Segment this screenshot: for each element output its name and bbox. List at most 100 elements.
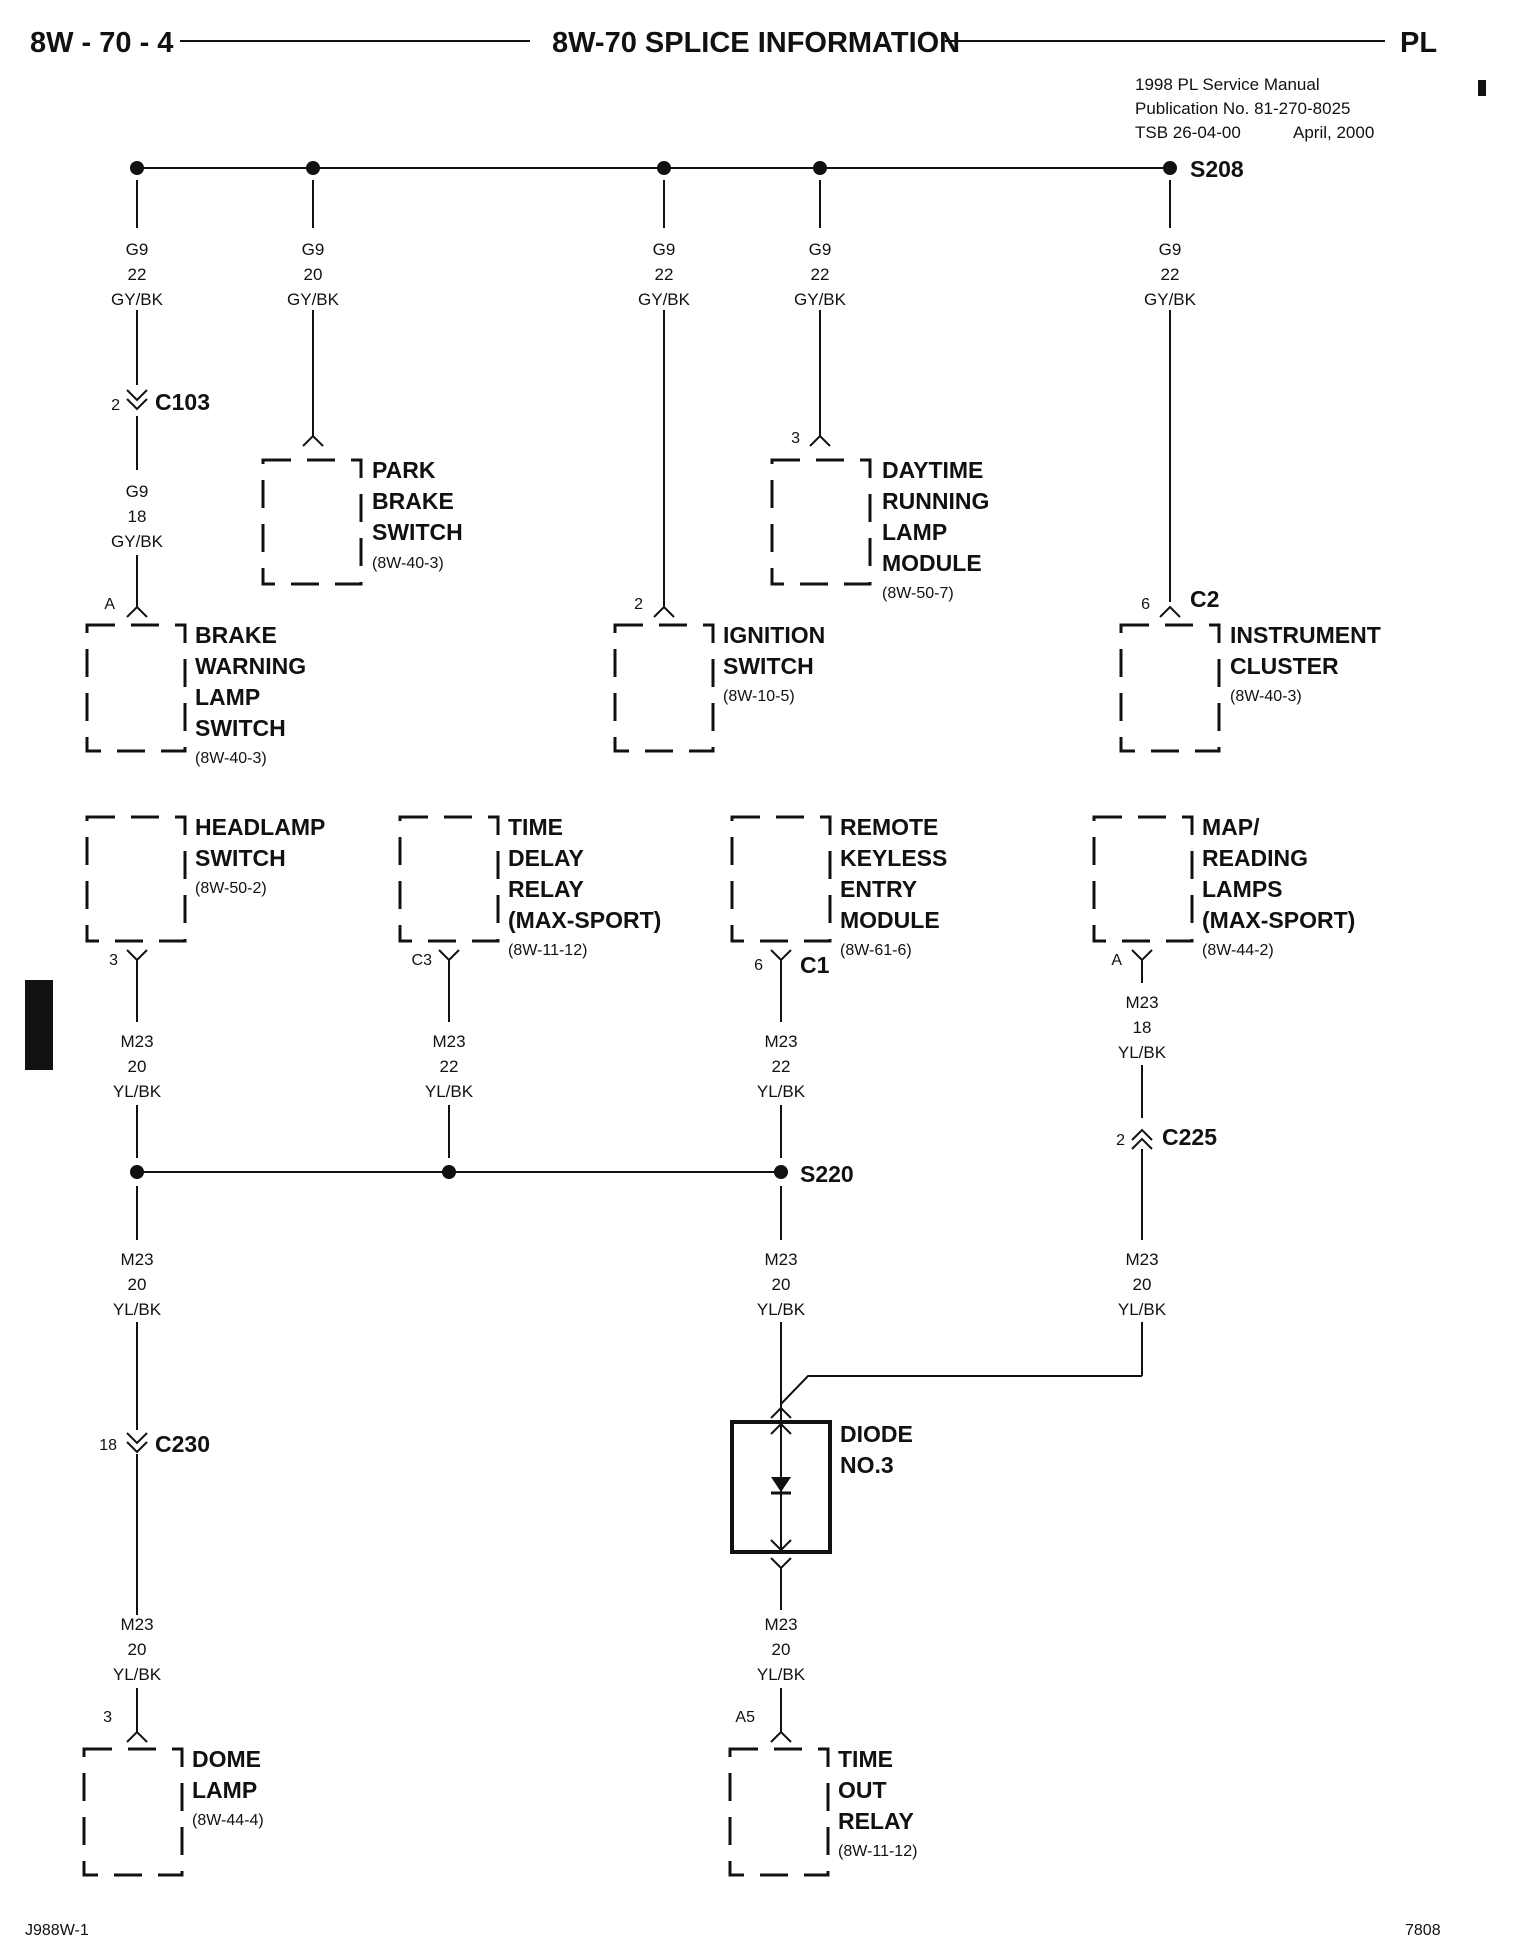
splice-dot [130,161,144,175]
svg-text:GY/BK: GY/BK [638,290,691,309]
revision-bar [1478,80,1486,96]
svg-text:BRAKE: BRAKE [372,488,454,514]
map-reading-lamps-box [1092,815,1194,943]
svg-text:NO.3: NO.3 [840,1452,894,1478]
svg-text:20: 20 [128,1275,147,1294]
splice-dot [130,1165,144,1179]
splice-dot [442,1165,456,1179]
wire-label: M23 20 YL/BK [1118,1250,1167,1319]
wire-label: M23 22 YL/BK [757,1032,806,1101]
wire-label: G9 22 GY/BK [1144,240,1197,309]
terminal [653,605,675,618]
pin-label: A5 [735,1709,755,1726]
svg-text:GY/BK: GY/BK [1144,290,1197,309]
splice-dot [774,1165,788,1179]
svg-text:22: 22 [655,265,674,284]
svg-text:(MAX-SPORT): (MAX-SPORT) [508,907,661,933]
wire-label: M23 22 YL/BK [425,1032,474,1101]
svg-text:YL/BK: YL/BK [757,1665,806,1684]
svg-text:20: 20 [772,1640,791,1659]
time-out-relay-label: TIME OUT RELAY (8W-11-12) [838,1746,917,1860]
svg-text:DIODE: DIODE [840,1421,913,1447]
svg-text:HEADLAMP: HEADLAMP [195,814,325,840]
svg-text:INSTRUMENT: INSTRUMENT [1230,622,1381,648]
instrument-cluster-box [1119,623,1221,753]
wire-label: M23 20 YL/BK [757,1250,806,1319]
svg-text:(8W-44-4): (8W-44-4) [192,1812,264,1829]
svg-text:KEYLESS: KEYLESS [840,845,947,871]
svg-text:22: 22 [772,1057,791,1076]
svg-text:(8W-50-2): (8W-50-2) [195,880,267,897]
footer-figure-id: J988W-1 [25,1922,89,1939]
pin-label: A [104,596,115,613]
wire-label: G9 22 GY/BK [638,240,691,309]
brake-warning-lamp-switch-box [85,623,187,753]
svg-text:(8W-11-12): (8W-11-12) [838,1843,917,1860]
svg-text:M23: M23 [120,1615,153,1634]
terminal [770,949,792,962]
svg-text:(8W-40-3): (8W-40-3) [372,555,444,572]
svg-text:YL/BK: YL/BK [113,1082,162,1101]
time-delay-relay-label: TIME DELAY RELAY (MAX-SPORT) (8W-11-12) [508,814,661,959]
svg-text:ENTRY: ENTRY [840,876,917,902]
svg-text:18: 18 [1133,1018,1152,1037]
svg-text:M23: M23 [1125,1250,1158,1269]
svg-text:GY/BK: GY/BK [287,290,340,309]
svg-text:SWITCH: SWITCH [195,715,286,741]
ignition-switch-box [613,623,715,753]
svg-text:MODULE: MODULE [882,550,982,576]
svg-text:22: 22 [1161,265,1180,284]
pin-label: 3 [791,430,800,447]
instrument-cluster-label: INSTRUMENT CLUSTER (8W-40-3) [1230,622,1381,705]
svg-text:RELAY: RELAY [838,1808,914,1834]
svg-text:LAMP: LAMP [882,519,947,545]
svg-text:M23: M23 [764,1615,797,1634]
model-code: PL [1400,27,1437,59]
terminal [1131,949,1153,962]
wire-label: G9 20 GY/BK [287,240,340,309]
svg-text:YL/BK: YL/BK [113,1665,162,1684]
rke-module-label: REMOTE KEYLESS ENTRY MODULE (8W-61-6) [840,814,947,959]
svg-text:(8W-40-3): (8W-40-3) [1230,688,1302,705]
svg-text:(8W-11-12): (8W-11-12) [508,942,587,959]
terminal [126,605,148,618]
dome-lamp-box [82,1747,184,1877]
wire-label: G9 22 GY/BK [111,240,164,309]
svg-text:20: 20 [128,1057,147,1076]
svg-text:SWITCH: SWITCH [372,519,463,545]
brake-warning-lamp-switch-label: BRAKE WARNING LAMP SWITCH (8W-40-3) [195,622,306,767]
terminal [126,949,148,962]
svg-text:20: 20 [772,1275,791,1294]
svg-text:M23: M23 [120,1250,153,1269]
dome-lamp-label: DOME LAMP (8W-44-4) [192,1746,264,1829]
svg-text:YL/BK: YL/BK [113,1300,162,1319]
time-delay-relay-box [398,815,500,943]
wire-label: G9 22 GY/BK [794,240,847,309]
svg-text:REMOTE: REMOTE [840,814,938,840]
pub-line-1: 1998 PL Service Manual [1135,75,1320,94]
connector-c2-label: C2 [1190,586,1219,612]
svg-text:CLUSTER: CLUSTER [1230,653,1339,679]
svg-text:M23: M23 [764,1032,797,1051]
terminal [1159,605,1181,618]
svg-text:M23: M23 [1125,993,1158,1012]
svg-text:G9: G9 [126,240,149,259]
drl-module-label: DAYTIME RUNNING LAMP MODULE (8W-50-7) [882,457,989,602]
terminal [770,1422,792,1435]
terminal [438,949,460,962]
pin-label: C3 [412,952,433,969]
svg-text:M23: M23 [764,1250,797,1269]
svg-text:DAYTIME: DAYTIME [882,457,983,483]
terminal [770,1557,792,1570]
wire-label: M23 18 YL/BK [1118,993,1167,1062]
svg-text:LAMPS: LAMPS [1202,876,1283,902]
svg-text:C103: C103 [155,389,210,415]
svg-text:G9: G9 [1159,240,1182,259]
svg-text:OUT: OUT [838,1777,887,1803]
terminal [302,434,324,447]
park-brake-switch-label: PARK BRAKE SWITCH (8W-40-3) [372,457,463,572]
pub-line-3a: TSB 26-04-00 [1135,123,1241,142]
splice-s220-label: S220 [800,1161,854,1187]
svg-text:(8W-40-3): (8W-40-3) [195,750,267,767]
svg-text:GY/BK: GY/BK [794,290,847,309]
